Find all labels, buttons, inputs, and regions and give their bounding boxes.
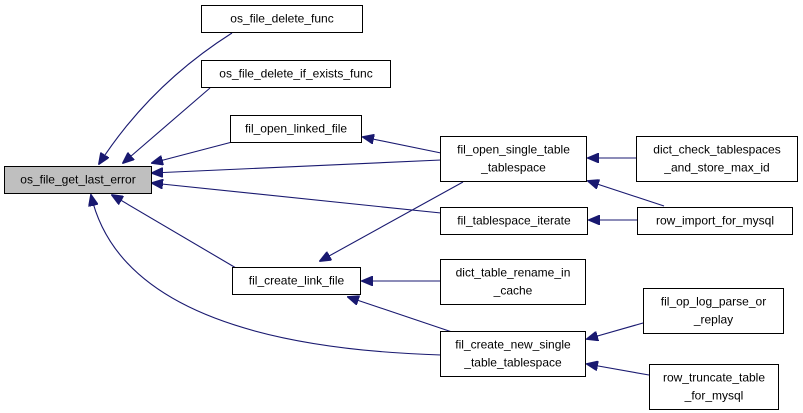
node-box[interactable] <box>232 267 361 295</box>
edge-arrow <box>91 195 442 356</box>
edge-arrow <box>587 322 644 339</box>
nodes-layer: os_file_get_last_error os_file_delete_fun… <box>4 5 798 410</box>
node-os-file-delete-func[interactable]: os_file_delete_func <box>201 5 363 33</box>
node-row-truncate-table-for-mysql[interactable]: row_truncate_table _for_mysql <box>649 364 779 410</box>
edge-fil_create_new_single_table_tablespace-to-fil_create_link_file <box>348 297 453 333</box>
node-label-line: row_import_for_mysql <box>656 214 774 228</box>
edge-arrow <box>112 195 237 269</box>
edge-fil_open_single_table_tablespace-to-fil_open_linked_file <box>363 137 442 154</box>
edge-arrow <box>152 183 442 214</box>
edge-arrow <box>588 181 665 207</box>
node-fil-op-log-parse-or-replay[interactable]: fil_op_log_parse_or _replay <box>643 288 784 334</box>
node-label-line: os_file_delete_if_exists_func <box>219 67 372 81</box>
node-dict-table-rename-in-cache[interactable]: dict_table_rename_in _cache <box>440 259 586 305</box>
node-fil-open-single-table-tablespace[interactable]: fil_open_single_table _tablespace <box>440 136 587 182</box>
node-label-line: os_file_get_last_error <box>20 173 135 187</box>
node-label-line: _table_tablespace <box>463 356 562 370</box>
edge-fil_open_single_table_tablespace-to-os_file_get_last_error <box>152 159 442 173</box>
node-label-line: fil_op_log_parse_or <box>661 295 766 309</box>
edge-fil_create_new_single_table_tablespace-to-os_file_get_last_error <box>91 195 442 356</box>
node-fil-create-link-file[interactable]: fil_create_link_file <box>232 267 361 295</box>
edge-fil_create_link_file-to-os_file_get_last_error <box>112 195 237 269</box>
edge-fil_tablespace_iterate-to-os_file_get_last_error <box>152 183 442 214</box>
edge-row_import_for_mysql-to-fil_open_single_table_tablespace <box>588 181 665 207</box>
edge-os_file_delete_func-to-os_file_get_last_error <box>99 32 233 164</box>
edge-arrow <box>363 137 442 154</box>
edge-fil_open_single_table_tablespace-to-fil_create_link_file <box>320 181 464 261</box>
edge-arrow <box>152 140 237 163</box>
edge-fil_open_linked_file-to-os_file_get_last_error <box>152 140 237 163</box>
node-box[interactable] <box>440 136 587 182</box>
node-box[interactable] <box>636 136 798 182</box>
node-box[interactable] <box>440 259 586 305</box>
edge-arrow <box>587 364 650 376</box>
node-fil-tablespace-iterate[interactable]: fil_tablespace_iterate <box>440 207 588 235</box>
edge-arrow <box>123 87 211 163</box>
node-row-import-for-mysql[interactable]: row_import_for_mysql <box>637 207 793 235</box>
edge-arrow <box>152 159 442 173</box>
edge-os_file_delete_if_exists_func-to-os_file_get_last_error <box>123 87 211 163</box>
node-fil-create-new-single-table-tablespace[interactable]: fil_create_new_single _table_tablespace <box>440 331 586 377</box>
node-label-line: _for_mysql <box>684 389 744 403</box>
node-box[interactable] <box>440 207 588 235</box>
node-os-file-get-last-error[interactable]: os_file_get_last_error <box>4 166 152 194</box>
node-box[interactable] <box>440 331 586 377</box>
node-label-line: _tablespace <box>480 161 546 175</box>
node-os-file-delete-if-exists-func[interactable]: os_file_delete_if_exists_func <box>201 60 391 88</box>
node-box[interactable] <box>4 166 152 194</box>
node-label-line: dict_check_tablespaces <box>653 143 780 157</box>
node-label-line: _cache <box>493 284 533 298</box>
node-label-line: fil_create_new_single <box>455 338 571 352</box>
node-label-line: dict_table_rename_in <box>456 266 571 280</box>
node-label-line: row_truncate_table <box>663 371 765 385</box>
edge-arrow <box>320 181 464 261</box>
node-box[interactable] <box>649 364 779 410</box>
edge-row_truncate_table_for_mysql-to-fil_create_new_single_table_tablespace <box>587 364 650 376</box>
edge-arrow <box>348 297 453 333</box>
node-fil-open-linked-file[interactable]: fil_open_linked_file <box>230 115 362 143</box>
node-dict-check-tablespaces-and-store-max-id[interactable]: dict_check_tablespaces _and_store_max_id <box>636 136 798 182</box>
node-box[interactable] <box>230 115 362 143</box>
node-box[interactable] <box>201 60 391 88</box>
node-label-line: fil_create_link_file <box>249 274 345 288</box>
node-box[interactable] <box>637 207 793 235</box>
edges-layer <box>91 32 665 376</box>
node-box[interactable] <box>643 288 784 334</box>
edge-arrow <box>99 32 233 164</box>
edge-fil_op_log_parse_or_replay-to-fil_create_new_single_table_tablespace <box>587 322 644 339</box>
node-label-line: fil_tablespace_iterate <box>457 214 571 228</box>
node-label-line: _replay <box>693 313 733 327</box>
node-label-line: fil_open_single_table <box>457 143 570 157</box>
node-label-line: os_file_delete_func <box>230 12 333 26</box>
node-box[interactable] <box>201 5 363 33</box>
node-label-line: _and_store_max_id <box>663 161 769 175</box>
node-label-line: fil_open_linked_file <box>245 122 347 136</box>
